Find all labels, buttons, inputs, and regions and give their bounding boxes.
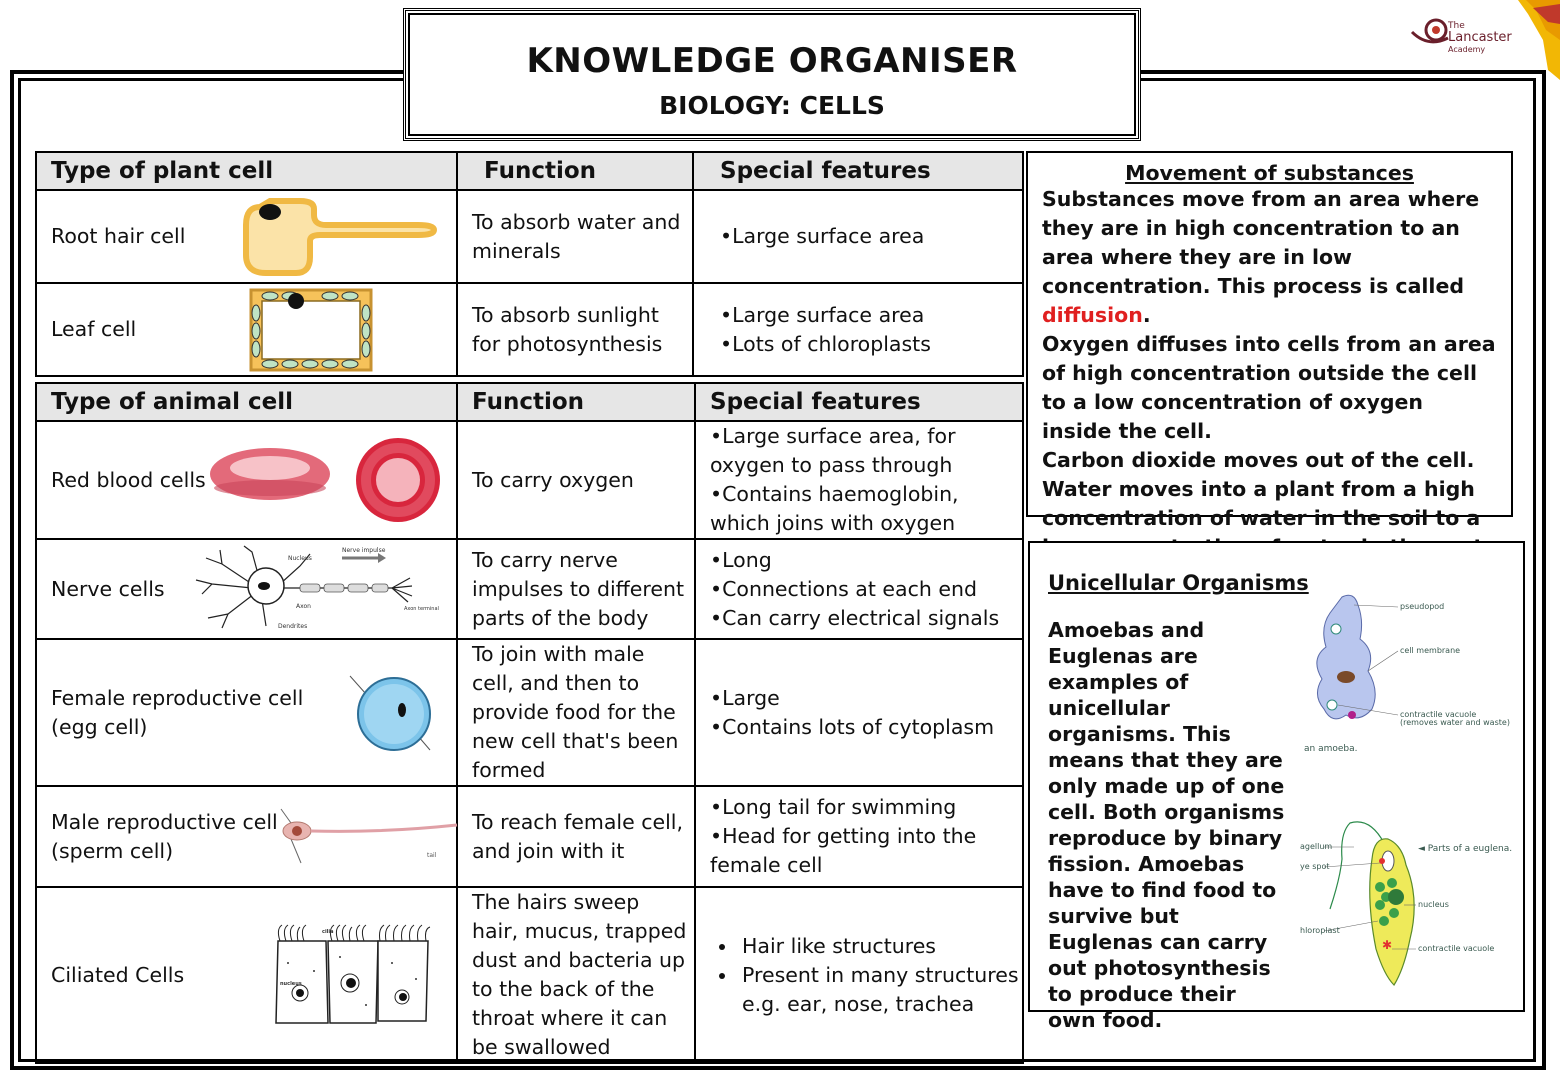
feature-item: •Connections at each end <box>710 576 977 601</box>
movement-p2: Oxygen diffuses into cells from an area … <box>1042 332 1496 443</box>
animal-header-function: Function <box>472 388 585 415</box>
cell-name: Red blood cells <box>51 467 206 492</box>
cell-function: To carry nerve impulses to different par… <box>472 547 685 630</box>
red-blood-cell-icon <box>210 438 440 522</box>
feature-item: •Large <box>710 685 780 710</box>
cell-function: To carry oxygen <box>472 467 634 492</box>
feature-item: •Long <box>710 547 772 572</box>
table-row: Root hair cell To absorb water and miner… <box>35 189 1024 284</box>
feature-item: Hair like structures <box>738 932 1022 961</box>
euglena-label-flagellum: agellum <box>1300 842 1332 851</box>
amoeba-label-membrane: cell membrane <box>1400 646 1460 655</box>
animal-header-features: Special features <box>710 388 921 415</box>
root-hair-cell-icon <box>243 197 438 276</box>
logo-line1: The <box>1448 21 1465 31</box>
unicellular-body: Amoebas and Euglenas are examples of uni… <box>1048 618 1285 1032</box>
amoeba-label-pseudopod: pseudopod <box>1400 602 1444 611</box>
academy-logo-text: The Lancaster Academy <box>1448 20 1512 56</box>
page-subtitle: BIOLOGY: CELLS <box>659 91 885 120</box>
feature-item: •Can carry electrical signals <box>710 605 1000 630</box>
title-box: KNOWLEDGE ORGANISER BIOLOGY: CELLS <box>403 8 1141 141</box>
feature-item: •Large surface area, for oxygen to pass … <box>710 424 956 477</box>
nerve-cell-icon: Nucleus Nerve impulse Axon Axon terminal… <box>195 545 439 630</box>
amoeba-label-vacuole-note: (removes water and waste) <box>1400 718 1510 727</box>
cell-name: Root hair cell <box>51 224 186 248</box>
animal-table-header: Type of animal cell Function Special fea… <box>35 382 1024 422</box>
cilia-nucleus-label: nucleus <box>280 981 302 987</box>
euglena-vacuole-mark: ✱ <box>1382 938 1392 952</box>
plant-cell-table: Type of plant cell Function Special feat… <box>35 151 1024 377</box>
euglena-label-chloroplast: hloroplast <box>1300 926 1340 935</box>
movement-p1: Substances move from an area where they … <box>1042 187 1480 298</box>
euglena-label-vacuole: contractile vacuole <box>1418 944 1494 953</box>
table-row: tail Male reproductive cell (sperm cell)… <box>35 785 1024 888</box>
table-row: Leaf cell To absorb sunlight for photosy… <box>35 282 1024 377</box>
feature-item: •Contains lots of cytoplasm <box>710 714 995 739</box>
feature-item: •Large surface area <box>720 224 925 248</box>
page-title: KNOWLEDGE ORGANISER <box>526 41 1018 81</box>
cell-name: Ciliated Cells <box>51 962 185 987</box>
animal-cell-table: Type of animal cell Function Special fea… <box>35 382 1024 1064</box>
amoeba-icon: pseudopod cell membrane contractile vacu… <box>1304 594 1510 754</box>
plant-table-header: Type of plant cell Function Special feat… <box>35 151 1024 191</box>
nerve-label-dendrites: Dendrites <box>278 623 307 630</box>
cell-name: Male reproductive cell (sperm cell) <box>51 809 278 863</box>
euglena-icon: ✱ agellum ye spot hloroplast ◄ Parts of … <box>1300 821 1512 986</box>
table-row: Nerve cells <box>35 538 1024 640</box>
logo-line2: Lancaster <box>1448 30 1512 45</box>
feature-item: •Contains haemoglobin, which joins with … <box>710 482 959 535</box>
cell-name: Female reproductive cell (egg cell) <box>51 685 304 739</box>
nerve-label-axon: Axon <box>296 603 311 610</box>
cilia-label: cilia <box>322 929 333 935</box>
plant-header-function: Function <box>484 157 597 184</box>
euglena-label-eyespot: ye spot <box>1300 862 1329 871</box>
logo-line3: Academy <box>1448 45 1486 54</box>
feature-item: •Long tail for swimming <box>710 795 957 819</box>
plant-header-features: Special features <box>720 157 931 184</box>
animal-header-type: Type of animal cell <box>51 388 293 415</box>
cell-function: The hairs sweep hair, mucus, trapped dus… <box>472 890 687 1059</box>
egg-cell-icon <box>349 675 431 751</box>
feature-item: Present in many structures e.g. ear, nos… <box>738 961 1022 1019</box>
amoeba-caption: an amoeba. <box>1304 744 1358 754</box>
euglena-label-parts: ◄ Parts of a euglena. <box>1418 844 1512 854</box>
amoeba-label-vacuole: contractile vacuole <box>1400 710 1476 719</box>
cell-function: To join with male cell, and then to prov… <box>472 642 679 782</box>
feature-list: Hair like structures Present in many str… <box>696 932 1022 1019</box>
feature-item: •Lots of chloroplasts <box>720 331 931 356</box>
movement-p1-end: . <box>1142 303 1151 327</box>
table-row: Female reproductive cell (egg cell) To j… <box>35 638 1024 787</box>
table-row: Ciliated Cells cilia nucleus <box>35 886 1024 1064</box>
nerve-label-terminal: Axon terminal <box>404 606 439 612</box>
unicellular-title: Unicellular Organisms <box>1048 571 1309 595</box>
unicellular-box: Unicellular Organisms Amoebas and Euglen… <box>1028 541 1525 1032</box>
cell-function: To reach female cell, and join with it <box>472 809 684 863</box>
nerve-label-impulse: Nerve impulse <box>342 547 386 554</box>
euglena-label-nucleus: nucleus <box>1418 900 1449 909</box>
feature-item: •Large surface area <box>720 302 925 327</box>
table-row: Red blood cells To carry oxygen •Large s… <box>35 420 1024 540</box>
cell-function: To absorb sunlight for photosynthesis <box>472 302 663 356</box>
cell-name: Nerve cells <box>51 576 165 601</box>
ciliated-cell-icon: cilia nucleus <box>275 924 431 1024</box>
diffusion-keyword: diffusion <box>1042 303 1143 327</box>
academy-logo-icon <box>1410 0 1560 80</box>
movement-body: Substances move from an area where they … <box>1028 185 1511 591</box>
sperm-cell-icon: tail <box>280 808 458 864</box>
feature-item: •Head for getting into the female cell <box>710 824 977 877</box>
leaf-cell-icon <box>249 288 373 371</box>
movement-p3: Carbon dioxide moves out of the cell. <box>1042 448 1475 472</box>
cell-name: Leaf cell <box>51 317 137 341</box>
cell-function: To absorb water and minerals <box>472 209 681 263</box>
nerve-label-nucleus: Nucleus <box>288 555 312 562</box>
movement-title: Movement of substances <box>1125 161 1414 185</box>
sperm-label-tail: tail <box>427 852 437 859</box>
movement-box: Movement of substances Substances move f… <box>1026 151 1513 588</box>
plant-header-type: Type of plant cell <box>51 157 274 184</box>
